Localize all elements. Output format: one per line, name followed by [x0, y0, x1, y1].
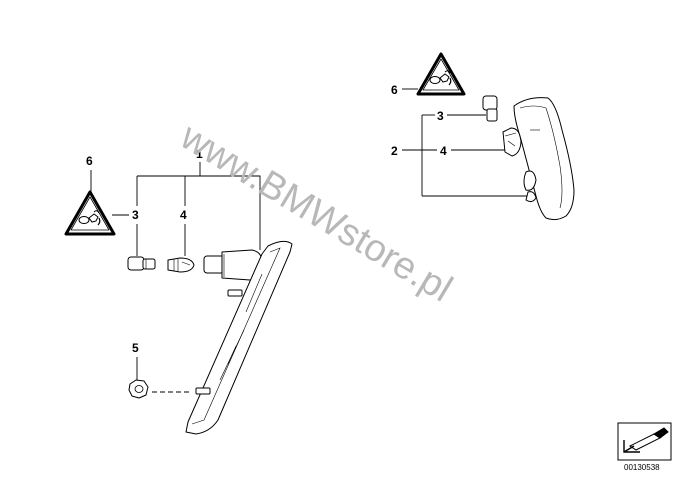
- callout-5[interactable]: 5: [132, 341, 139, 355]
- callout-6-right[interactable]: 6: [391, 83, 398, 97]
- wedge-bulb-left: [167, 257, 195, 273]
- bulb-socket-left: [127, 256, 156, 271]
- bulb-hand-warning-icon: [416, 52, 466, 96]
- bulb-hand-warning-icon: [64, 190, 116, 236]
- hex-nut: [128, 379, 149, 399]
- right-assembly: 6 3 2 4: [391, 52, 575, 221]
- left-assembly: 6 1 3 4: [64, 147, 293, 435]
- callout-4-left[interactable]: 4: [180, 208, 187, 222]
- side-marker-lens-left: [185, 240, 293, 435]
- callout-2[interactable]: 2: [391, 144, 398, 158]
- lamp-holder: [203, 249, 263, 281]
- callout-3-right[interactable]: 3: [437, 109, 444, 123]
- side-marker-lens-right: [513, 97, 575, 221]
- bulb-socket-right: [482, 95, 498, 122]
- callout-3-left[interactable]: 3: [132, 208, 139, 222]
- arrow-down-left-icon[interactable]: [617, 422, 672, 461]
- callout-1[interactable]: 1: [196, 147, 203, 161]
- watermark-text: www.BMWstore.pl: [173, 115, 460, 310]
- wedge-bulb-right: [502, 127, 522, 157]
- callout-4-right[interactable]: 4: [440, 144, 447, 158]
- callout-6-left[interactable]: 6: [86, 154, 93, 168]
- diagram-id: 00130538: [624, 463, 660, 472]
